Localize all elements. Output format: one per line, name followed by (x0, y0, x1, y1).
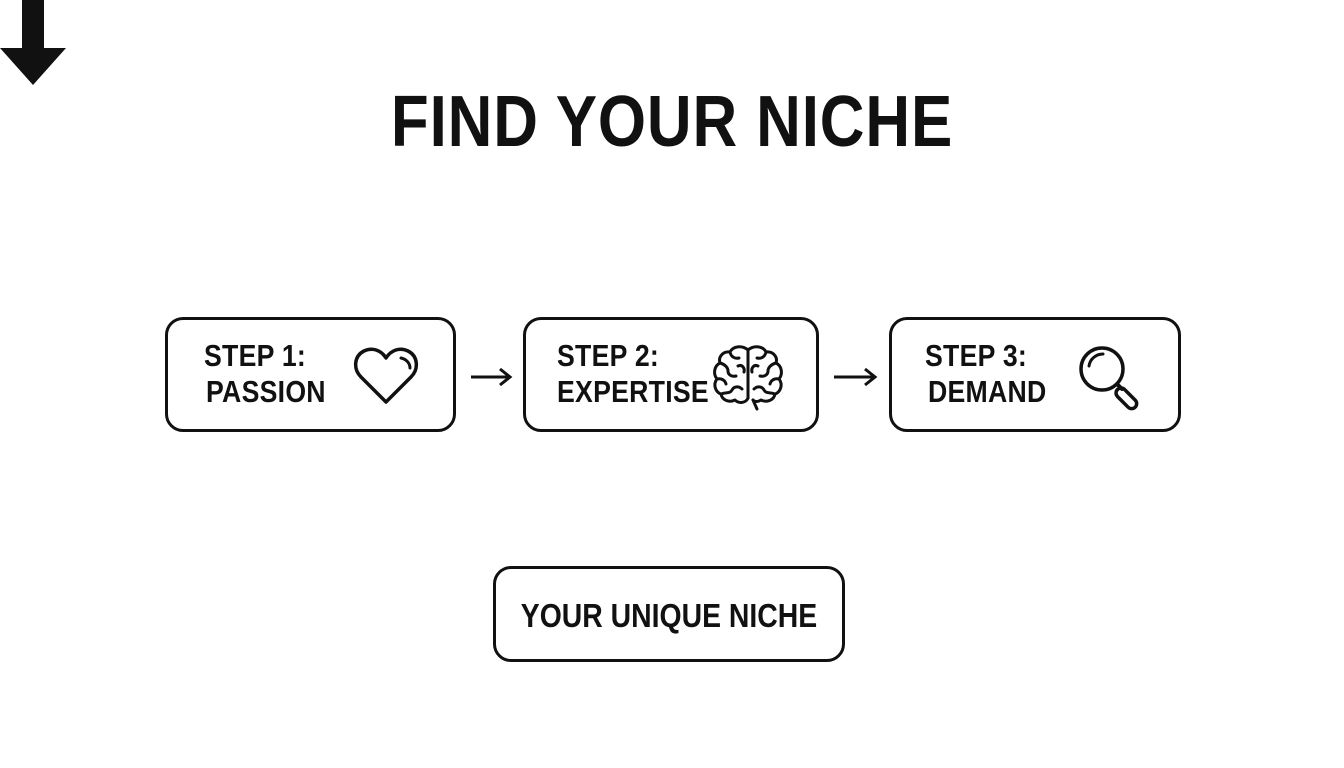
brain-icon (713, 345, 783, 411)
arrow-right-icon (834, 367, 878, 387)
page-title: FIND YOUR NICHE (390, 82, 954, 162)
step-label: STEP 1: (204, 338, 307, 373)
result-box: YOUR UNIQUE NICHE (493, 566, 845, 662)
heart-icon (354, 347, 418, 404)
step-name: PASSION (206, 374, 326, 409)
step-name: EXPERTISE (557, 374, 709, 409)
magnifying-glass-icon (1079, 346, 1139, 411)
arrow-down-icon (0, 0, 66, 85)
step-label: STEP 3: (925, 338, 1028, 373)
step-expertise-box: STEP 2: EXPERTISE (523, 317, 819, 432)
step-demand-box: STEP 3: DEMAND (889, 317, 1181, 432)
arrow-right-icon (471, 367, 513, 387)
step-passion-box: STEP 1: PASSION (165, 317, 456, 432)
step-label: STEP 2: (557, 338, 660, 373)
result-label: YOUR UNIQUE NICHE (520, 597, 818, 634)
step-name: DEMAND (928, 374, 1047, 409)
